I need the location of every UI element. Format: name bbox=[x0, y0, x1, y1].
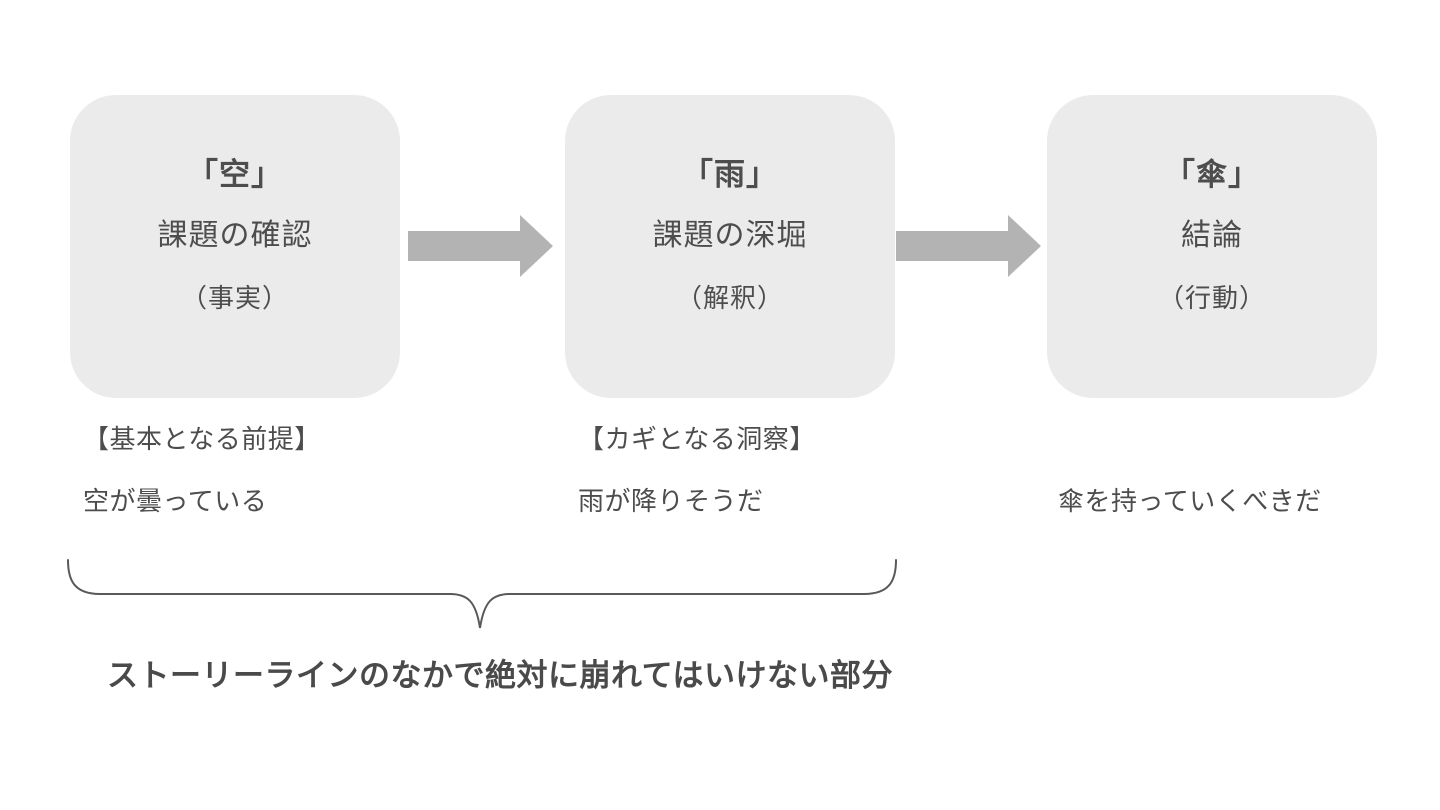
brace-caption: ストーリーラインのなかで絶対に崩れてはいけない部分 bbox=[107, 658, 893, 693]
underbrace-icon bbox=[67, 559, 897, 629]
box-rain-category: （解釈） bbox=[675, 283, 784, 313]
process-box-sky: 「空」 課題の確認 （事実） bbox=[70, 95, 400, 398]
box-umbrella-subtitle: 結論 bbox=[1181, 219, 1243, 252]
box-umbrella-title: 「傘」 bbox=[1164, 157, 1260, 192]
note-sky-heading: 【基本となる前提】 bbox=[83, 424, 321, 454]
process-box-rain: 「雨」 課題の深堀 （解釈） bbox=[565, 95, 895, 398]
process-box-umbrella: 「傘」 結論 （行動） bbox=[1047, 95, 1377, 398]
right-arrow-icon bbox=[408, 215, 553, 277]
note-rain-body: 雨が降りそうだ bbox=[578, 486, 764, 516]
right-arrow-icon bbox=[896, 215, 1041, 277]
box-sky-subtitle: 課題の確認 bbox=[157, 219, 313, 252]
box-rain-title: 「雨」 bbox=[682, 157, 778, 192]
note-umbrella-body: 傘を持っていくべきだ bbox=[1058, 486, 1322, 516]
note-sky-body: 空が曇っている bbox=[83, 486, 268, 516]
box-sky-title: 「空」 bbox=[187, 157, 283, 192]
box-rain-subtitle: 課題の深堀 bbox=[652, 219, 808, 252]
box-umbrella-category: （行動） bbox=[1157, 283, 1266, 313]
note-rain-heading: 【カギとなる洞察】 bbox=[578, 424, 816, 454]
box-sky-category: （事実） bbox=[180, 283, 289, 313]
